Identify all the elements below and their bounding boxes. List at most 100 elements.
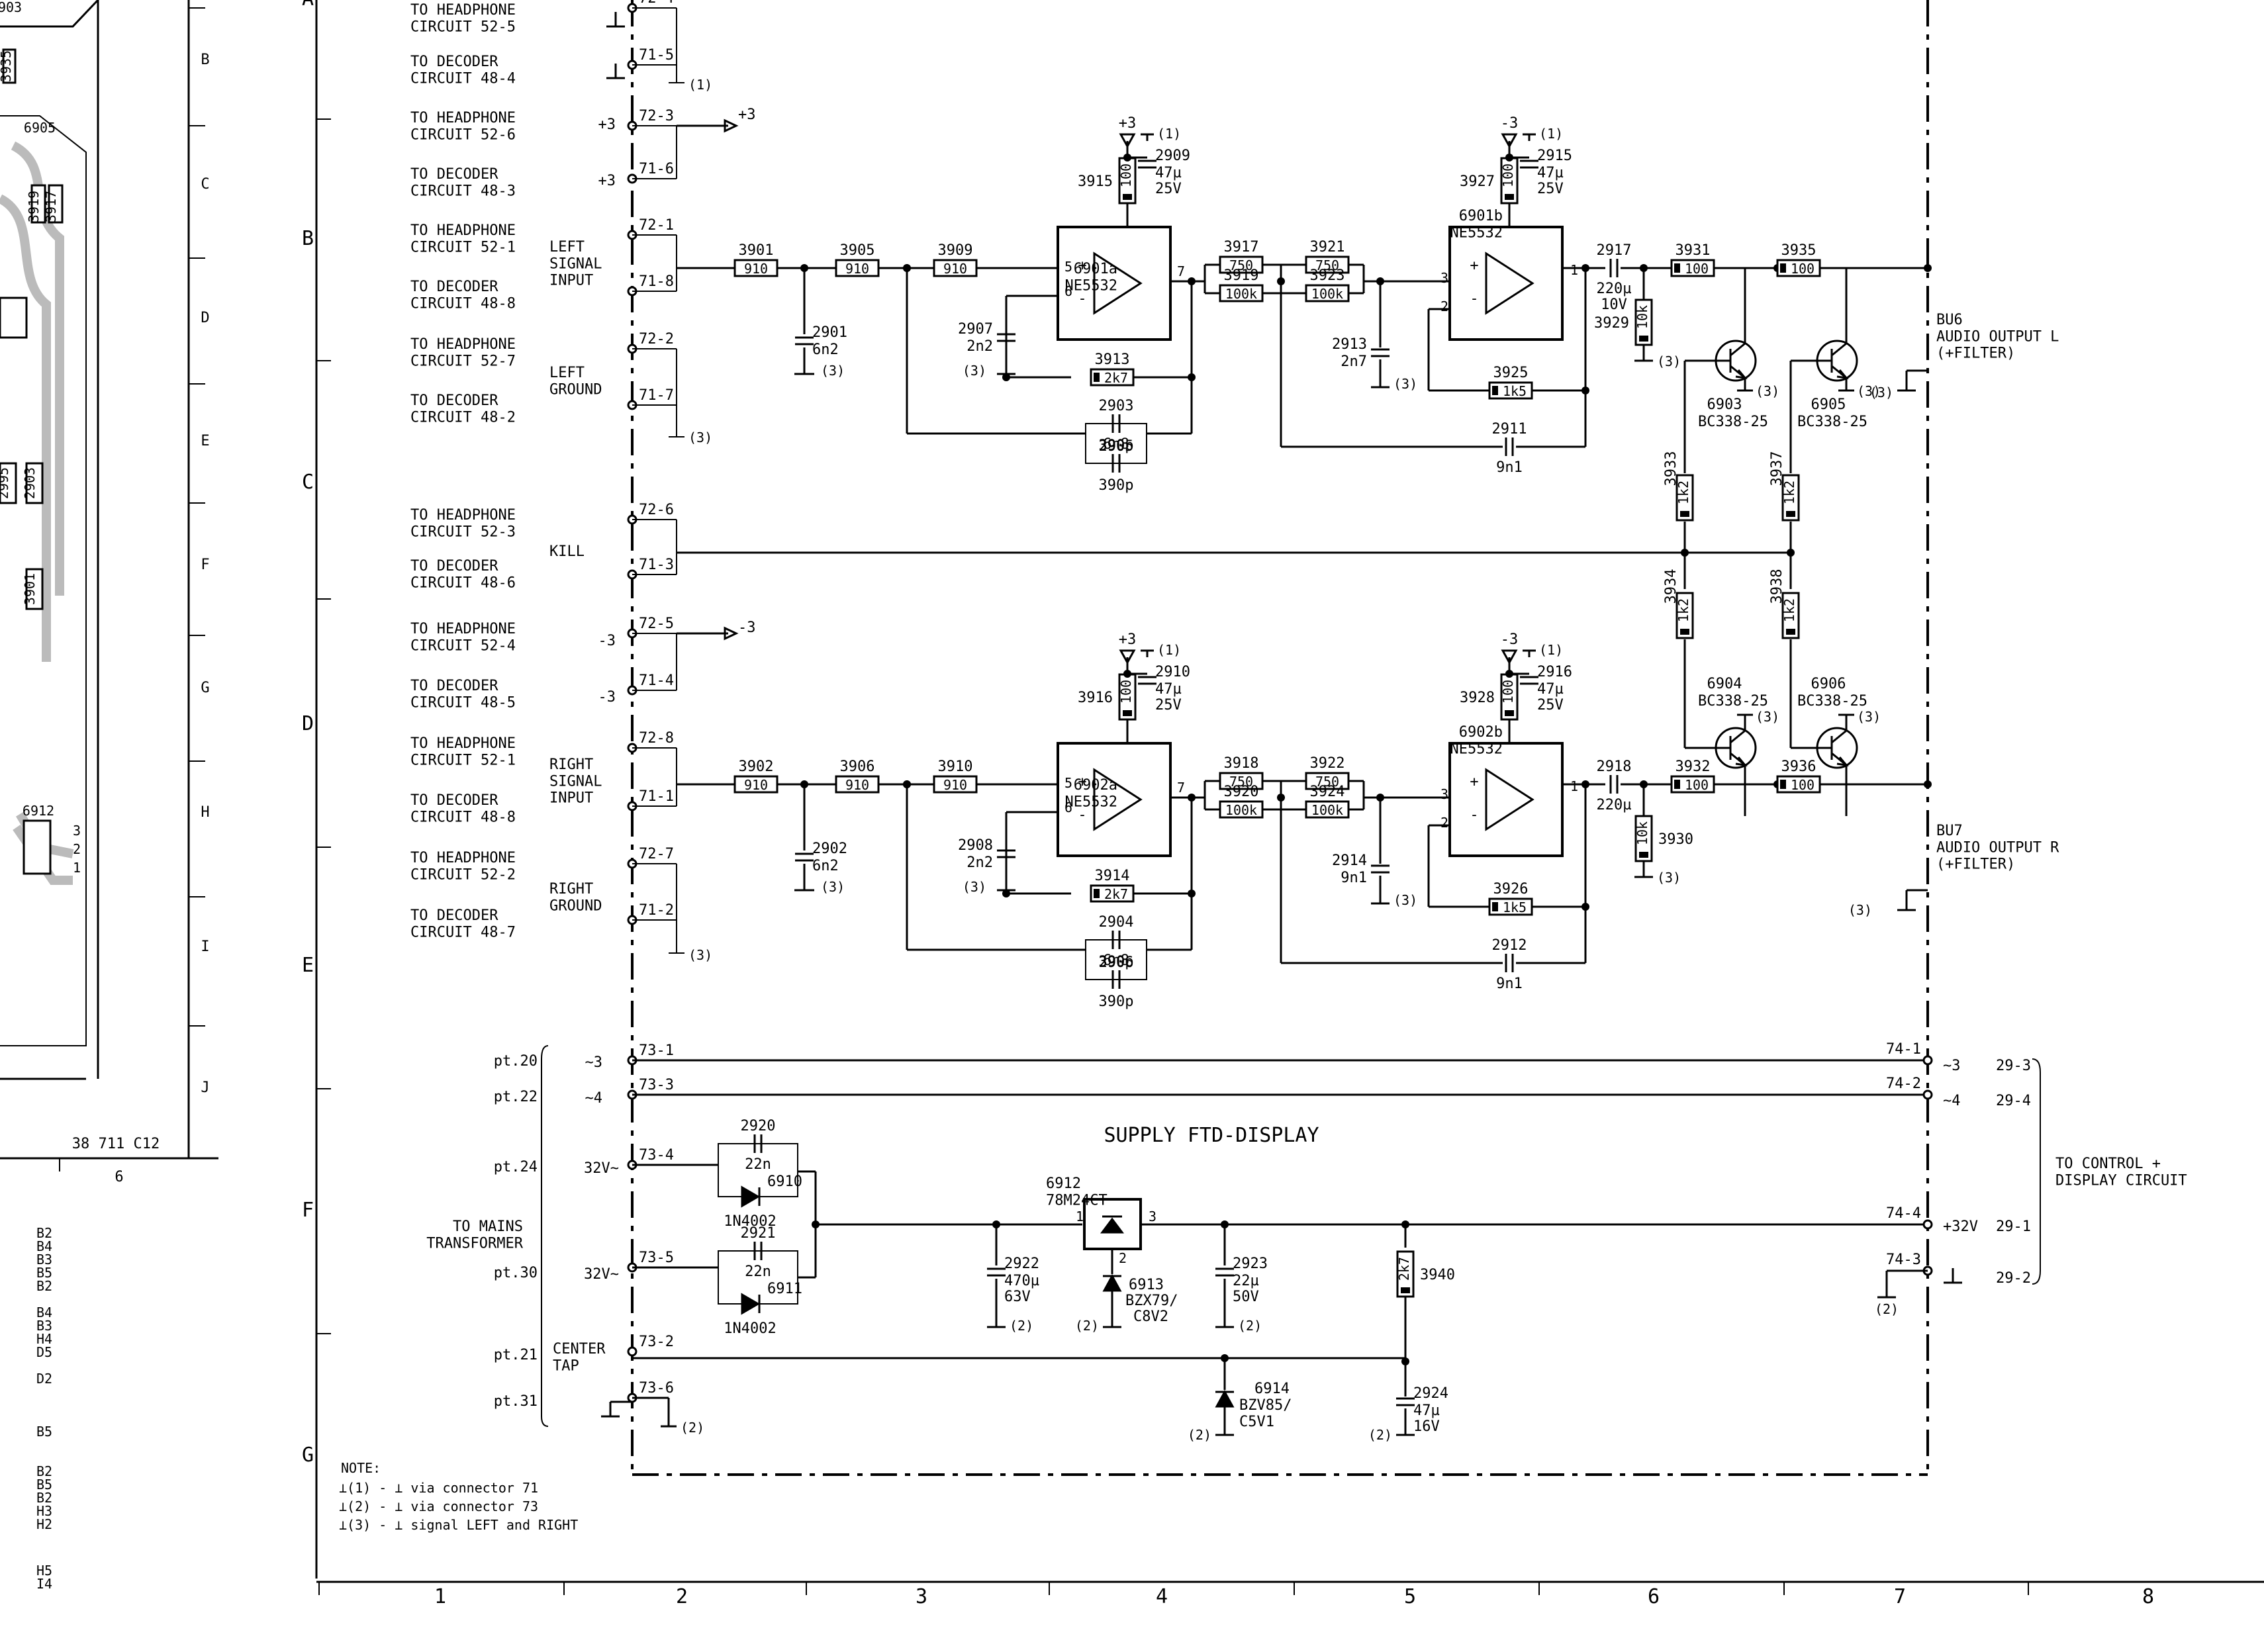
right-gnd3-c1: (3) <box>821 879 845 895</box>
resistor-3923-value: 100k <box>1311 286 1343 302</box>
board-code: 38 711 C12 <box>72 1136 160 1152</box>
resistor-3933-ref: 3933 <box>1663 451 1679 486</box>
left-grid-letter-F: F <box>201 557 209 573</box>
capacitor-2923-value: 22µ <box>1233 1273 1259 1289</box>
resistor-3931-ref: 3931 <box>1675 242 1711 259</box>
column-label-5: 5 <box>1404 1585 1416 1608</box>
ac4-out: ~4 <box>1943 1093 1961 1109</box>
opamp-6901a-plus: + <box>1078 257 1086 274</box>
pcb-label-0: 903 <box>0 0 22 15</box>
pin-73-3: 73-3 <box>639 1077 674 1093</box>
capacitor-2915-voltage: 25V <box>1537 181 1564 197</box>
gnd3-bu6: (3) <box>1869 385 1893 400</box>
left-grid-letter-J: J <box>201 1079 209 1096</box>
capacitor-2908-ref: 2908 <box>958 837 993 854</box>
resistor-3916-value: 100 <box>1118 680 1134 704</box>
pin-71-6: 71-6 <box>639 161 674 177</box>
column-label-7: 7 <box>1894 1585 1906 1608</box>
plus3-rail-in2: +3 <box>598 173 616 189</box>
index-code-12: B5 <box>36 1477 52 1492</box>
resistor-3905-value: 910 <box>845 261 869 277</box>
opamp-6901b-plus: + <box>1470 257 1478 274</box>
index-code-16: H5 <box>36 1563 52 1579</box>
index-code-15: H2 <box>36 1516 52 1532</box>
resistor-3906-ref: 3906 <box>840 758 875 775</box>
resistor-3934-value: 1k2 <box>1675 598 1691 622</box>
resistor-3924-value: 100k <box>1311 802 1343 818</box>
resistor-3922-ref: 3922 <box>1310 755 1345 772</box>
resistor-3940-ref: 3940 <box>1420 1267 1455 1283</box>
v32b-in: 32V~ <box>584 1266 619 1283</box>
transistor-6903-ref: 6903 <box>1707 396 1742 413</box>
left-grid-letter-E: E <box>201 433 209 449</box>
pcb-label-6: 2903 <box>22 467 38 499</box>
row-label-D: D <box>302 712 314 735</box>
capacitor-2906: 390p <box>1099 954 1133 989</box>
transistor-6904-ref: 6904 <box>1707 676 1742 692</box>
resistor-3921-ref: 3921 <box>1310 239 1345 255</box>
zener-6914-ref: 6914 <box>1254 1381 1290 1397</box>
pcb-label-4: 3917 <box>43 191 59 222</box>
zener-6914-type: BZV85/ <box>1239 1397 1292 1414</box>
resistor-3936-ref: 3936 <box>1781 758 1816 775</box>
capacitor-2923-ref: 2923 <box>1233 1256 1268 1272</box>
label-pt24: pt.24 <box>494 1159 538 1175</box>
resistor-3938-value: 1k2 <box>1781 598 1797 622</box>
resistor-3913-ref: 3913 <box>1095 351 1130 368</box>
capacitor-2902-ref: 2902 <box>812 841 847 857</box>
index-code-13: B2 <box>36 1490 52 1506</box>
resistor-3905-ref: 3905 <box>840 242 875 259</box>
resistor-3920-ref: 3920 <box>1224 784 1259 800</box>
zener-6914-volt: C5V1 <box>1239 1414 1274 1430</box>
resistor-3935: 100 3935 <box>1776 242 1821 277</box>
resistor-3935-ref: 3935 <box>1781 242 1816 259</box>
plus3-rail-out: +3 <box>738 107 756 123</box>
capacitor-2906-value2: 390p <box>1099 993 1134 1010</box>
resistor-3932-value: 100 <box>1685 777 1709 793</box>
right-pin6: 6 <box>1064 800 1072 815</box>
resistor-3934-ref: 3934 <box>1663 569 1679 604</box>
note-line-0: ⊥(1) - ⊥ via connector 71 <box>339 1480 538 1496</box>
pcb-pin-2: 1 <box>73 860 81 876</box>
left-pin1: 1 <box>1570 262 1578 278</box>
resistor-3913-value: 2k7 <box>1104 370 1128 386</box>
pin-71-1: 71-1 <box>639 788 674 805</box>
minus3-rail-out: -3 <box>738 620 756 636</box>
right-gnd1-B: (1) <box>1539 642 1563 658</box>
ac4-in: ~4 <box>585 1090 603 1107</box>
index-code-1: B4 <box>36 1238 52 1254</box>
resistor-3935-value: 100 <box>1791 261 1815 277</box>
pcb-label-8: 6912 <box>23 803 54 819</box>
row-label-C: C <box>302 471 314 494</box>
v32a-in: 32V~ <box>584 1160 619 1177</box>
resistor-3915-ref: 3915 <box>1078 173 1113 190</box>
right-gnd3-c2: (3) <box>963 879 986 895</box>
capacitor-2917-ref: 2917 <box>1597 242 1632 259</box>
left-gnd3-c1: (3) <box>821 363 845 379</box>
right-gnd3-c5: (3) <box>1393 892 1417 908</box>
diode-6911-ref: 6911 <box>767 1281 802 1297</box>
